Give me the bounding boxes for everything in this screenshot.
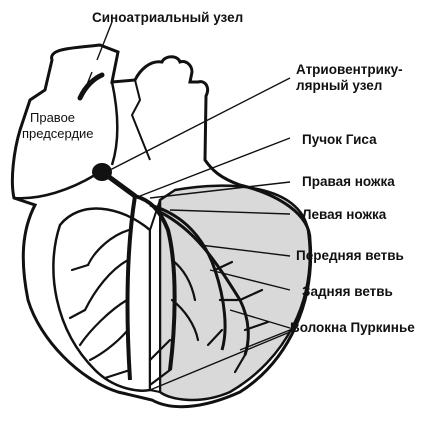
label-av-node-line2: лярный узел — [296, 78, 382, 93]
label-anterior-branch: Передняя ветвь — [296, 248, 404, 263]
atrial-wall-right — [132, 80, 150, 160]
label-av-node-line1: Атриовентрику- — [296, 62, 403, 77]
sa-node — [80, 75, 102, 98]
label-posterior-branch: Задняя ветвь — [302, 284, 393, 299]
label-right-branch: Правая ножка — [302, 174, 395, 189]
atrial-wall — [112, 82, 117, 165]
his-bundle-path — [105, 174, 135, 196]
label-his-bundle: Пучок Гиса — [302, 132, 377, 147]
chamber-label-line1: Правое — [30, 110, 75, 125]
chamber-label-line2: предсердие — [22, 126, 94, 141]
label-left-branch: Левая ножка — [302, 207, 387, 222]
label-sa-node: Синоатриальный узел — [92, 10, 243, 25]
septum — [150, 200, 160, 392]
atrial-floor — [14, 175, 95, 198]
label-purkinje-fibers: Волокна Пуркинье — [290, 320, 415, 335]
right-ventricle-cavity — [53, 209, 150, 391]
